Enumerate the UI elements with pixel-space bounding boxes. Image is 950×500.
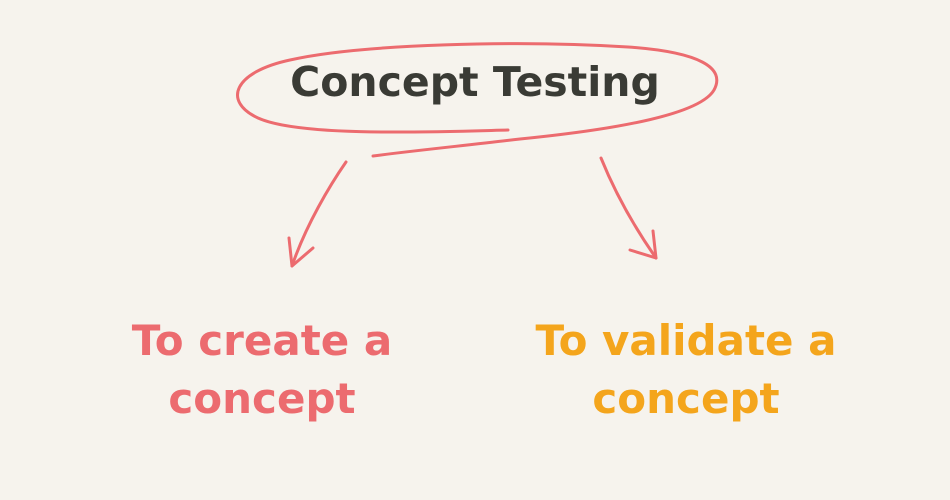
branch-create-line-2: concept bbox=[168, 374, 356, 423]
arrow-left-shaft bbox=[290, 160, 348, 268]
title-loop bbox=[236, 42, 719, 158]
branch-create-line-1: To create a bbox=[131, 316, 393, 365]
branch-create-concept: To create a concept bbox=[92, 312, 432, 428]
branch-validate-line-2: concept bbox=[592, 374, 780, 423]
branch-validate-concept: To validate a concept bbox=[516, 312, 856, 428]
branch-validate-line-1: To validate a bbox=[535, 316, 837, 365]
arrow-right-shaft bbox=[599, 156, 658, 260]
arrow-left-head bbox=[287, 236, 315, 268]
concept-testing-title: Concept Testing bbox=[290, 58, 660, 106]
arrow-right-head bbox=[628, 229, 658, 260]
